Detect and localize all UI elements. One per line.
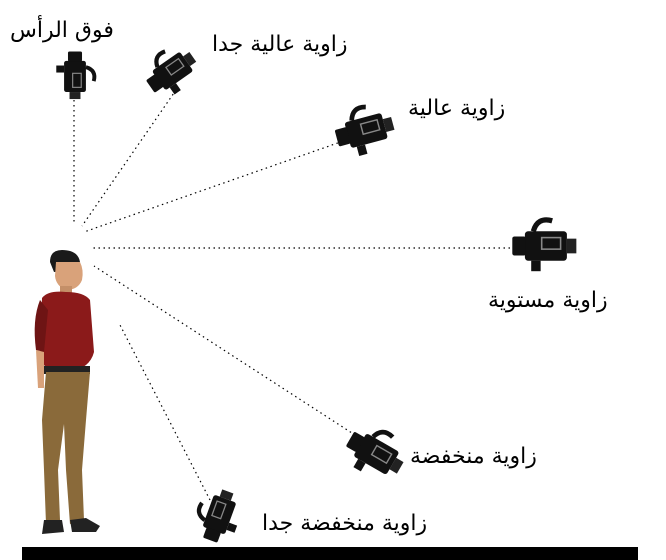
camera-high-icon	[331, 101, 399, 161]
camera-very-low-icon	[190, 484, 247, 547]
label-high: زاوية عالية	[408, 96, 506, 121]
camera-low-icon	[339, 418, 412, 487]
label-very-low: زاوية منخفضة جدا	[262, 511, 428, 536]
line-low	[93, 265, 373, 447]
line-very-low	[119, 324, 211, 501]
label-eye-level: زاوية مستوية	[488, 288, 608, 313]
line-very-high	[81, 89, 177, 227]
label-very-high: زاوية عالية جدا	[212, 32, 348, 57]
label-low: زاوية منخفضة	[410, 444, 537, 469]
label-overhead: فوق الرأس	[10, 18, 114, 43]
sight-lines	[73, 89, 510, 501]
camera-very-high-icon	[138, 40, 204, 104]
ground-line	[22, 547, 638, 560]
standing-man-figure	[34, 250, 100, 534]
line-high	[83, 137, 353, 233]
camera-overhead-icon	[54, 49, 97, 102]
camera-eye-level-icon	[512, 220, 576, 271]
